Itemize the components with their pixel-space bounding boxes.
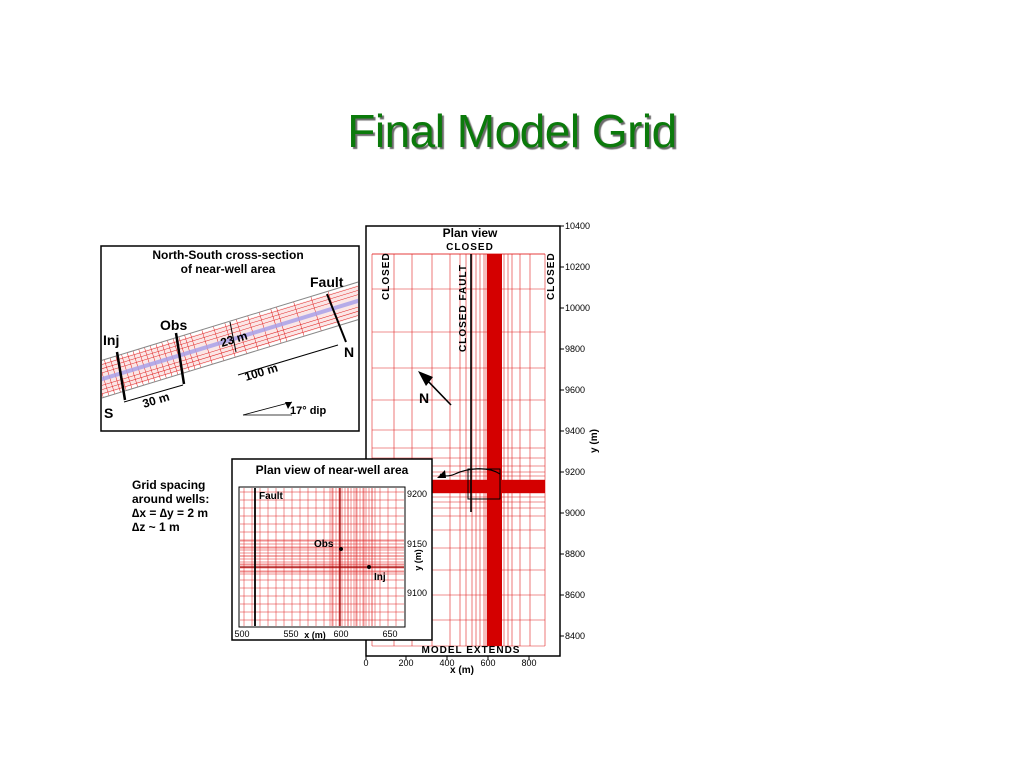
plan-view-x-tick-label: 400 — [439, 658, 454, 668]
dip-slope-line — [242, 401, 293, 416]
obs-well-line — [174, 332, 186, 385]
cross-section-panel: North-South cross-section of near-well a… — [87, 245, 360, 432]
dip-label: 17° dip — [290, 405, 326, 417]
near-well-title: Plan view of near-well area — [256, 463, 409, 477]
plan-view-y-tick-label: 9400 — [565, 426, 585, 436]
cross-section-inj-label: Inj — [103, 332, 119, 348]
north-arrow-line — [424, 377, 452, 406]
cross-section-title-2: of near-well area — [181, 262, 276, 276]
obs-well-marker — [339, 547, 343, 551]
north-arrow-icon — [418, 371, 433, 386]
plan-view-x-tick-label: 600 — [480, 658, 495, 668]
near-well-x-tick-label: 600 — [333, 629, 348, 639]
near-well-fault-label: Fault — [259, 491, 284, 502]
near-well-y-label: y (m) — [413, 549, 423, 571]
near-well-x-tick-label: 650 — [382, 629, 397, 639]
grid-note-line-4: ∆z ~ 1 m — [132, 520, 180, 534]
near-well-x-label: x (m) — [304, 630, 326, 640]
near-well-x-tick-label: 500 — [234, 629, 249, 639]
near-well-x-tick-label: 550 — [283, 629, 298, 639]
plan-view-closed-fault: CLOSED FAULT — [458, 264, 469, 352]
near-well-obs-label: Obs — [314, 539, 334, 550]
plan-view-x-tick-label: 800 — [521, 658, 536, 668]
layer-top — [102, 278, 358, 368]
plan-view-y-tick-label: 9600 — [565, 385, 585, 395]
inj-well-line — [115, 351, 127, 401]
near-well-y-tick-label: 9150 — [407, 539, 427, 549]
plan-view-closed-top: CLOSED — [446, 242, 494, 253]
dim-30-line — [123, 384, 184, 403]
dim-100-line — [237, 344, 339, 376]
grid-spacing-note: Grid spacing around wells: ∆x = ∆y = 2 m… — [132, 478, 209, 534]
plan-view-vertical-band — [487, 254, 502, 646]
plan-view-y-tick-label: 9800 — [565, 344, 585, 354]
plan-view-y-tick-label: 10000 — [565, 303, 590, 313]
plan-view-north-label: N — [419, 390, 429, 406]
plan-view-y-label: y (m) — [589, 429, 600, 453]
inj-well-marker — [367, 565, 371, 569]
near-well-y-tick-label: 9100 — [407, 588, 427, 598]
cross-section-grid-hline — [102, 290, 358, 379]
cross-section-fault-line — [326, 293, 347, 343]
near-well-x-ticks: 500 550 600 650 — [234, 629, 397, 639]
grid-note-line-2: around wells: — [132, 492, 210, 506]
plan-view-closed-left: CLOSED — [381, 252, 392, 300]
cross-section-north-label: N — [344, 344, 354, 360]
slide-title: Final Model Grid — [347, 105, 677, 157]
plan-view-y-tick-label: 8800 — [565, 549, 585, 559]
plan-view-y-tick-label: 10200 — [565, 262, 590, 272]
callout-arrowhead — [437, 470, 446, 478]
reservoir-layer — [102, 294, 358, 386]
plan-view-x-label: x (m) — [450, 665, 474, 676]
cross-section-grid-hline — [102, 305, 358, 394]
plan-view-title: Plan view — [443, 226, 498, 240]
near-well-y-tick-label: 9200 — [407, 489, 427, 499]
cross-section-grid-hline — [102, 309, 358, 398]
cross-section-obs-label: Obs — [160, 317, 187, 333]
plan-view-x-tick-label: 200 — [398, 658, 413, 668]
plan-view-y-tick-label: 9000 — [565, 508, 585, 518]
cross-section-grid-hline — [102, 301, 358, 390]
plan-view-horizontal-band — [432, 480, 545, 493]
grid-note-line-1: Grid spacing — [132, 478, 206, 492]
plan-view-y-ticks: 10400 10200 10000 9800 9600 9400 9200 9000 8800 8… — [560, 221, 590, 641]
near-well-plot-area — [238, 486, 406, 628]
cross-section-grid-hline — [102, 282, 358, 371]
cross-section-grid-vline — [87, 365, 98, 399]
plan-view-y-tick-label: 10400 — [565, 221, 590, 231]
plan-view-closed-right: CLOSED — [546, 252, 557, 300]
cross-section-grid-hline — [102, 286, 358, 375]
cross-section-south-label: S — [104, 405, 113, 421]
plan-view-x-tick-label: 0 — [363, 658, 368, 668]
grid-note-line-3: ∆x = ∆y = 2 m — [132, 506, 209, 520]
plan-view-y-tick-label: 8600 — [565, 590, 585, 600]
cross-section-title-1: North-South cross-section — [152, 248, 303, 262]
plan-view-model-extends: MODEL EXTENDS — [422, 645, 521, 656]
plan-view-x-ticks: 0 200 400 600 800 — [363, 656, 537, 668]
dim-23-line — [229, 321, 237, 353]
near-well-y-ticks: 9200 9150 9100 — [407, 489, 427, 598]
near-well-grid — [240, 488, 404, 626]
dip-arrow-icon — [285, 402, 292, 409]
layer-bottom — [102, 312, 358, 402]
near-well-panel: Plan view of near-well area Fault Obs In… — [231, 458, 433, 641]
near-well-inj-label: Inj — [374, 572, 386, 583]
cross-section-fault-label: Fault — [310, 274, 344, 290]
dipping-layer — [87, 278, 358, 402]
plan-view-y-tick-label: 9200 — [565, 467, 585, 477]
plan-view-y-tick-label: 8400 — [565, 631, 585, 641]
